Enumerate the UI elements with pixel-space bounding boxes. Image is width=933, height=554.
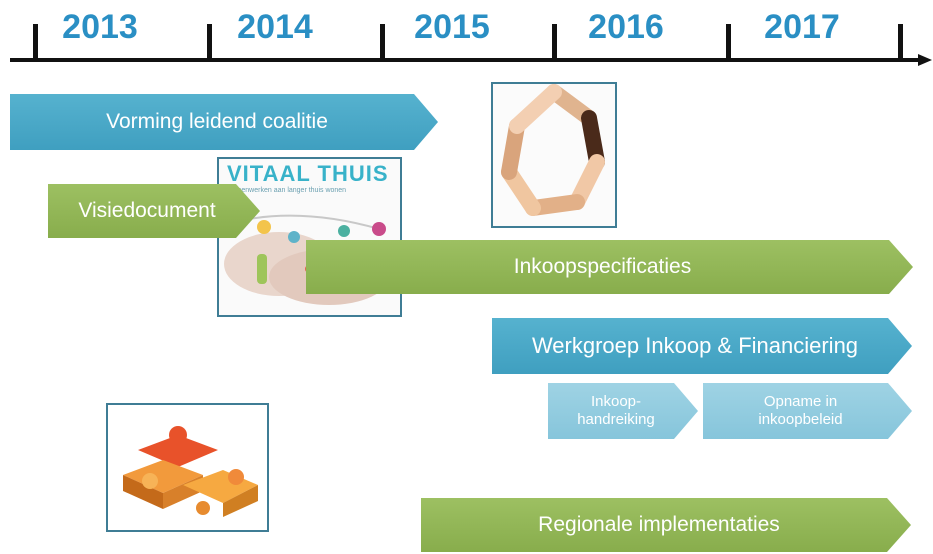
arrow-label: Inkoopspecificaties — [513, 255, 692, 279]
arrow-label-line: inkoopbeleid — [758, 411, 843, 428]
hands-circle-image — [491, 82, 617, 228]
arrow-opname-inkoopbeleid: Opname in inkoopbeleid — [703, 383, 912, 439]
arrow-label-line: Opname in — [763, 393, 838, 410]
puzzle-pieces-image — [106, 403, 269, 532]
timeline-arrowhead — [918, 54, 932, 66]
timeline-line — [10, 58, 925, 62]
arrow-werkgroep-inkoop-financiering: Werkgroep Inkoop & Financiering — [492, 318, 912, 374]
timeline-tick — [207, 24, 212, 62]
arrow-inkoopspecificaties: Inkoopspecificaties — [306, 240, 913, 294]
timeline-tick — [726, 24, 731, 62]
puzzle-pieces-illustration — [123, 426, 258, 517]
timeline-tick — [380, 24, 385, 62]
arrow-label-line: handreiking — [577, 411, 655, 428]
arrow-label-line: Inkoop- — [590, 393, 642, 410]
arrow-label: Regionale implementaties — [538, 513, 780, 537]
arrow-vorming-leidend-coalitie: Vorming leidend coalitie — [10, 94, 438, 150]
arrow-visiedocument: Visiedocument — [48, 184, 260, 238]
hands-circle-illustration — [493, 84, 615, 226]
timeline-tick — [898, 24, 903, 62]
year-label: 2015 — [414, 8, 490, 46]
vitaal-thuis-title: VITAAL THUIS — [227, 161, 389, 186]
year-label: 2013 — [62, 8, 138, 46]
year-label: 2016 — [588, 8, 664, 46]
timeline-tick — [552, 24, 557, 62]
arrow-regionale-implementaties: Regionale implementaties — [421, 498, 911, 552]
arrow-label: Vorming leidend coalitie — [106, 110, 328, 134]
arrow-label: Werkgroep Inkoop & Financiering — [531, 332, 859, 358]
arrow-label: Visiedocument — [78, 199, 216, 223]
timeline-tick — [33, 24, 38, 62]
vitaal-thuis-subtitle: Samenwerken aan langer thuis wonen — [227, 187, 347, 194]
year-label: 2017 — [764, 8, 840, 46]
arrow-inkoop-handreiking: Inkoop- handreiking — [548, 383, 698, 439]
year-label: 2014 — [237, 8, 313, 46]
